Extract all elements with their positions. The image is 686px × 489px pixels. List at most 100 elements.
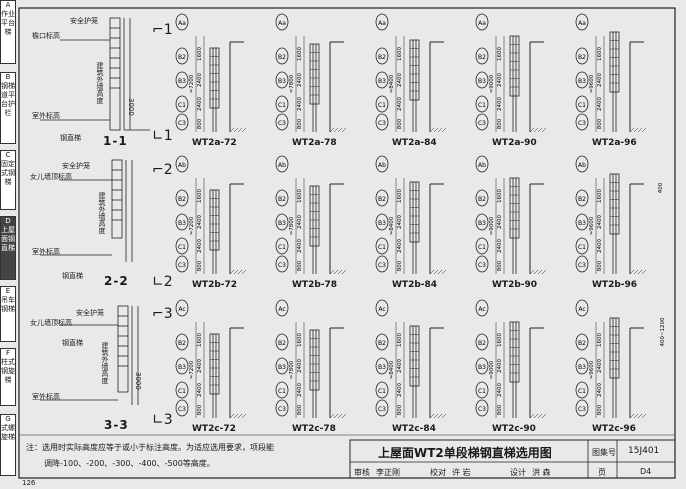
drawing-no: 15J401 bbox=[628, 446, 660, 456]
code-bubble bbox=[175, 113, 189, 131]
code-bubble-text: C1 bbox=[378, 102, 386, 109]
ground-hatch bbox=[333, 269, 339, 275]
side-tab-g[interactable]: G 式螺旋梯 bbox=[0, 414, 16, 476]
code-bubble bbox=[275, 113, 289, 131]
code-bubble bbox=[175, 399, 189, 417]
dimension-value: 800 bbox=[597, 118, 603, 129]
dimension-value: 2400 bbox=[397, 73, 403, 87]
total-height: ≈7200 bbox=[189, 216, 195, 235]
code-bubble bbox=[575, 189, 589, 207]
code-bubble bbox=[175, 95, 189, 113]
side-tab-e[interactable]: E 吊车钢梯 bbox=[0, 286, 16, 342]
code-bubble bbox=[475, 381, 489, 399]
code-bubble-text: Aa bbox=[578, 20, 586, 27]
ground-hatch bbox=[337, 413, 343, 419]
safety-cage bbox=[609, 317, 620, 379]
model-label: WT2b-90 bbox=[492, 280, 538, 290]
code-bubble bbox=[175, 71, 189, 89]
ground-hatch bbox=[337, 269, 343, 275]
code-bubble-text: C3 bbox=[278, 120, 286, 127]
model-label: WT2b-72 bbox=[192, 280, 238, 290]
dimension-value: 2400 bbox=[197, 73, 203, 87]
dimension-value: 1600 bbox=[297, 47, 303, 61]
code-bubble bbox=[275, 47, 289, 65]
dimension-value: 2400 bbox=[597, 215, 603, 229]
dimension-value: 2400 bbox=[597, 239, 603, 253]
section3-ground-label: 室外标高 bbox=[32, 393, 60, 401]
dimension-value: 2400 bbox=[497, 359, 503, 373]
section2-parapet-label: 女儿墙顶标高 bbox=[30, 173, 72, 181]
ground-hatch bbox=[441, 127, 447, 133]
code-bubble-text: B2 bbox=[378, 340, 386, 347]
total-height: ≈7200 bbox=[189, 74, 195, 93]
code-bubble-text: B2 bbox=[578, 196, 586, 203]
dimension-value: 2400 bbox=[297, 239, 303, 253]
code-bubble bbox=[475, 47, 489, 65]
code-bubble bbox=[275, 213, 289, 231]
model-label: WT2c-72 bbox=[192, 424, 236, 434]
code-bubble-text: B3 bbox=[278, 78, 286, 85]
dimension-value: 1600 bbox=[497, 47, 503, 61]
side-tab-letter: E bbox=[5, 287, 11, 295]
section1-ground-label: 室外标高 bbox=[32, 112, 60, 120]
ground-hatch bbox=[433, 269, 439, 275]
code-bubble-top bbox=[175, 155, 189, 173]
note-line2: 调降-100、-200、-300、-400、-500等高度。 bbox=[44, 459, 215, 468]
total-height: ≈8400 bbox=[389, 216, 395, 235]
dimension-value: 800 bbox=[397, 260, 403, 271]
code-bubble bbox=[375, 113, 389, 131]
side-tab-b[interactable]: B 钢梯道平台护栏 bbox=[0, 72, 16, 144]
model-label: WT2b-78 bbox=[292, 280, 338, 290]
ground-hatch bbox=[233, 269, 239, 275]
code-bubble-text: Aa bbox=[478, 20, 486, 27]
code-bubble-text: C1 bbox=[478, 244, 486, 251]
code-bubble-text: Aa bbox=[378, 20, 386, 27]
check-label: 校对 bbox=[430, 468, 446, 477]
side-tab-letter: G bbox=[5, 415, 11, 423]
ground-hatch bbox=[429, 413, 435, 419]
side-tab-text: 式螺旋梯 bbox=[1, 424, 15, 441]
total-height: ≈9600 bbox=[589, 74, 595, 93]
code-bubble bbox=[575, 381, 589, 399]
code-bubble bbox=[275, 399, 289, 417]
total-height: ≈9600 bbox=[589, 216, 595, 235]
ground-hatch bbox=[237, 269, 243, 275]
dimension-value: 2400 bbox=[397, 215, 403, 229]
code-bubble-text: B3 bbox=[578, 220, 586, 227]
code-bubble-text: C1 bbox=[178, 388, 186, 395]
side-tab-c[interactable]: C 固定式钢梯 bbox=[0, 150, 16, 210]
code-bubble-text: Aa bbox=[278, 20, 286, 27]
total-height: ≈9000 bbox=[489, 216, 495, 235]
code-bubble bbox=[175, 47, 189, 65]
ground-hatch bbox=[329, 127, 335, 133]
code-bubble-top bbox=[175, 13, 189, 31]
section2-ground-label: 室外标高 bbox=[32, 248, 60, 256]
dimension-value: 2400 bbox=[397, 359, 403, 373]
ground-hatch bbox=[637, 127, 643, 133]
section3-wall-height: 建筑外墙高度 bbox=[101, 342, 109, 384]
section3-cage-label: 安全护笼 bbox=[76, 309, 104, 317]
dimension-value: 2400 bbox=[297, 97, 303, 111]
code-bubble-text: C1 bbox=[178, 102, 186, 109]
side-tab-f[interactable]: F 柱式钢旋梯 bbox=[0, 348, 16, 406]
side-tab-text: 作业平台梯 bbox=[1, 10, 15, 36]
code-bubble bbox=[275, 333, 289, 351]
ground-hatch bbox=[233, 413, 239, 419]
side-dimension: 400 bbox=[658, 182, 664, 193]
model-label: WT2a-90 bbox=[492, 138, 537, 148]
code-bubble bbox=[475, 237, 489, 255]
page-number-bottom: 126 bbox=[22, 479, 36, 487]
ground-hatch bbox=[341, 413, 347, 419]
dimension-value: 800 bbox=[297, 118, 303, 129]
side-tab-a[interactable]: A 作业平台梯 bbox=[0, 0, 16, 64]
ground-hatch bbox=[629, 413, 635, 419]
dimension-value: 2400 bbox=[497, 239, 503, 253]
dimension-value: 800 bbox=[397, 118, 403, 129]
ground-hatch bbox=[437, 413, 443, 419]
dimension-value: 800 bbox=[297, 260, 303, 271]
reviewer: 李正刚 bbox=[376, 468, 400, 477]
safety-cage bbox=[409, 181, 420, 243]
model-label: WT2c-78 bbox=[292, 424, 336, 434]
code-bubble bbox=[575, 213, 589, 231]
side-tab-d[interactable]: D 上屋面钢直梯 bbox=[0, 216, 16, 280]
